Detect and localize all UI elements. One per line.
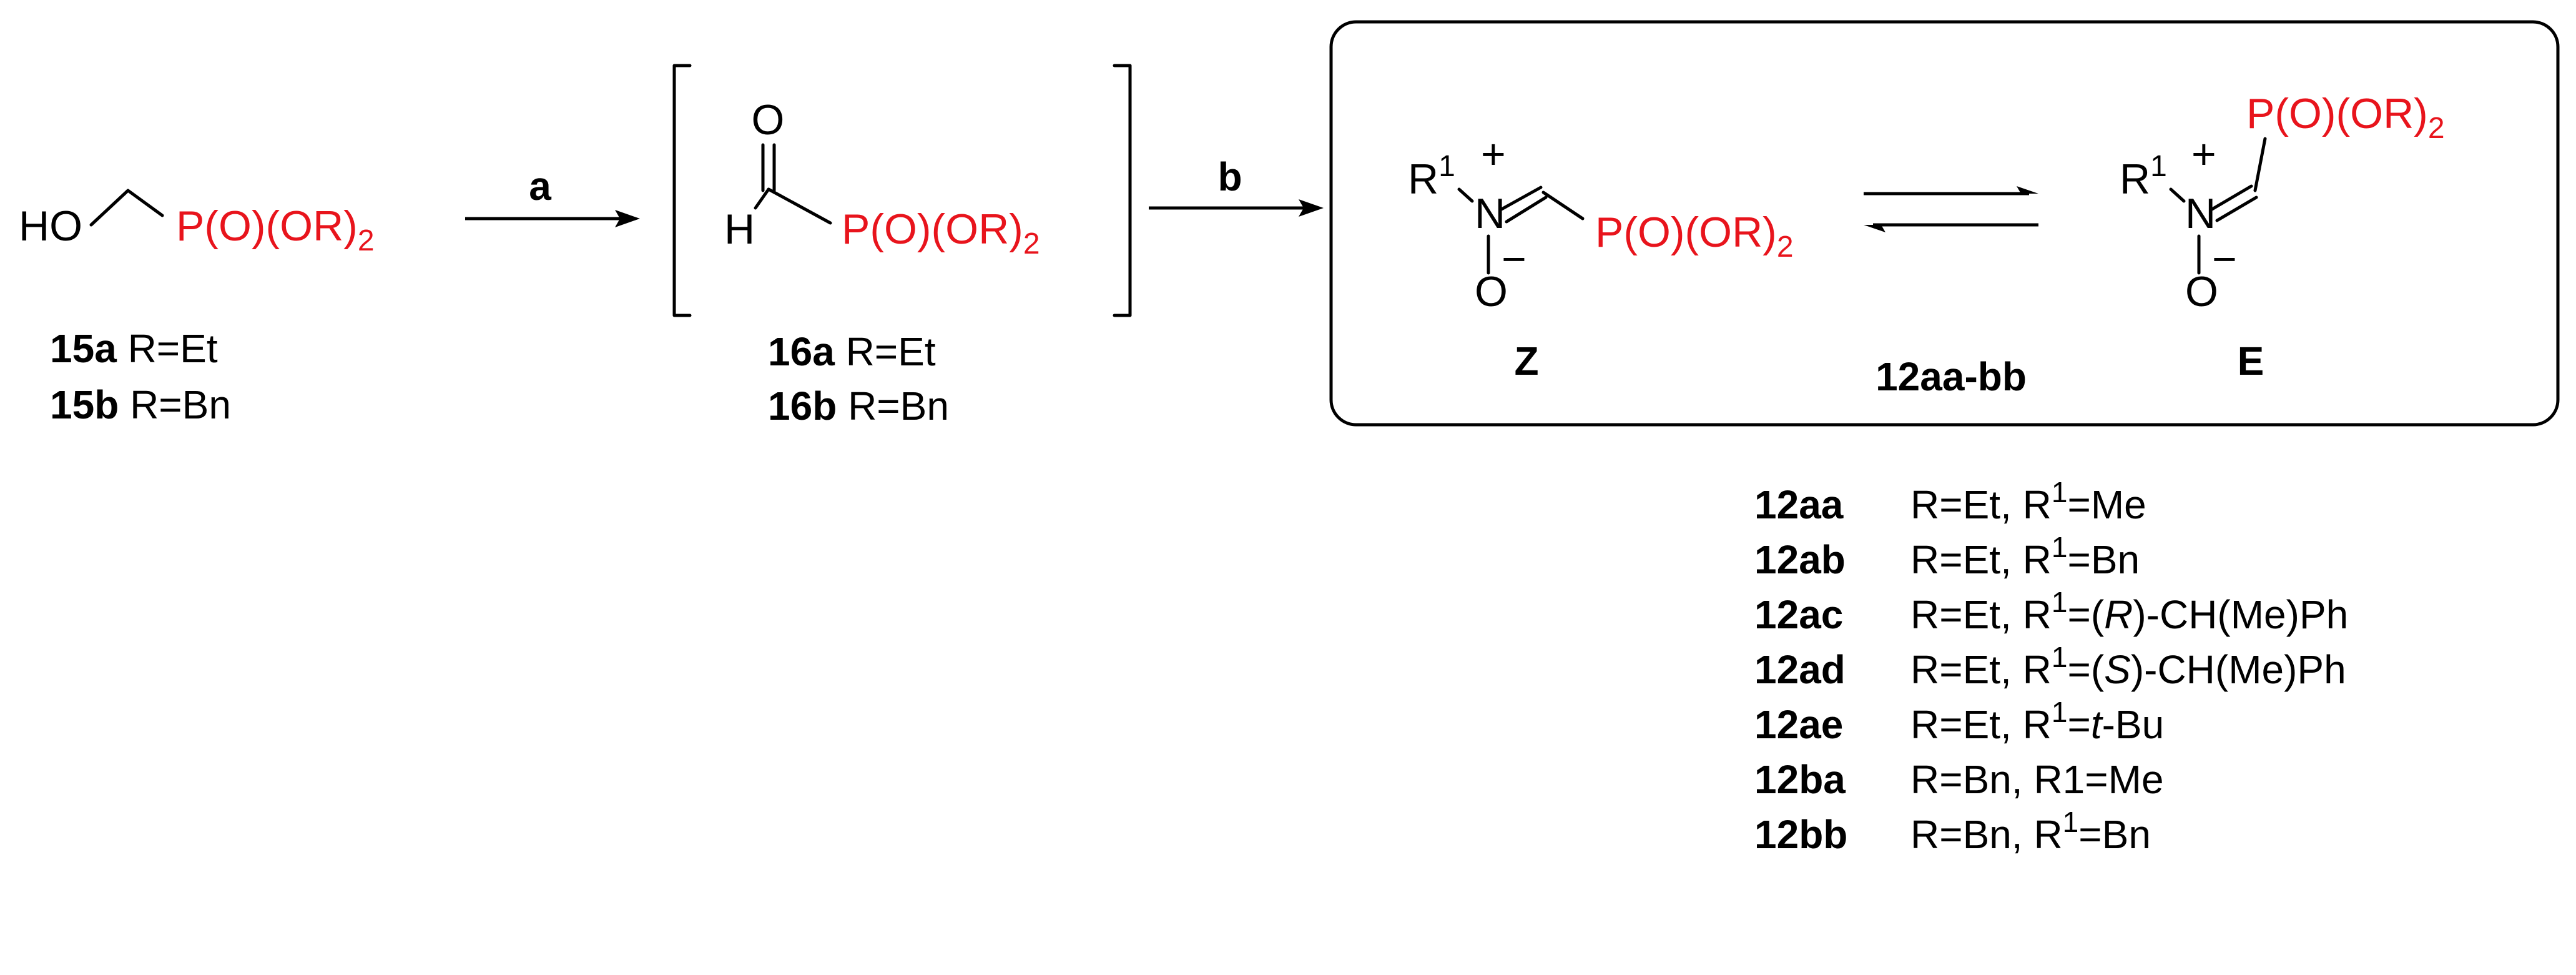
nitrogen: N <box>1475 190 1505 237</box>
box-frame <box>1329 20 2560 427</box>
reaction-arrow-b: b <box>1149 154 1324 217</box>
r1-substituent: R1 <box>2120 150 2167 203</box>
phosphonate-group: P(O)(OR)2 <box>2246 90 2445 145</box>
e-isomer: R1 + N P(O)(OR)2 O − E <box>2120 90 2445 384</box>
compound-row-12aa: 12aa R=Et, R1=Me <box>1754 476 2146 527</box>
nitrogen: N <box>2185 190 2216 237</box>
compound-label-16b: 16b R=Bn <box>768 384 949 428</box>
compound-substituents: R=Bn, R1=Me <box>1910 757 2164 802</box>
compound-id: 12ac <box>1754 592 1843 637</box>
compound-15: HO P(O)(OR)2 15a R=Et 15b R=Bn <box>19 189 375 427</box>
compound-substituents: R=Et, R1=Me <box>1910 476 2146 527</box>
phosphonate-group: P(O)(OR)2 <box>842 205 1040 260</box>
oxide-oxygen: O <box>1475 268 1508 315</box>
r1-substituent: R1 <box>1408 150 1455 203</box>
compound-row-12ad: 12ad R=Et, R1=(S)-CH(Me)Ph <box>1754 641 2346 692</box>
reagent-label-a: a <box>529 164 551 209</box>
ch2-bonds <box>89 189 164 227</box>
compound-row-12ac: 12ac R=Et, R1=(R)-CH(Me)Ph <box>1754 586 2348 637</box>
nitrogen-charge: + <box>1481 131 1506 178</box>
phosphonate-group: P(O)(OR)2 <box>176 202 375 257</box>
compound-id: 12ad <box>1754 647 1846 692</box>
compound-16: O H P(O)(OR)2 16a R=Et 16b R=Bn <box>672 64 1132 428</box>
compound-substituents: R=Et, R1=Bn <box>1910 531 2140 582</box>
compound-id: 12aa <box>1754 482 1844 527</box>
oxide-oxygen: O <box>2185 268 2218 315</box>
hydroxyl-label: HO <box>19 202 82 250</box>
oxygen-charge: − <box>2212 235 2237 283</box>
nitrone-box: R1 + N P(O)(OR)2 O − Z R1 + N <box>1329 20 2560 427</box>
compound-row-12bb: 12bb R=Bn, R1=Bn <box>1754 806 2151 857</box>
compound-row-12ae: 12ae R=Et, R1=t-Bu <box>1754 696 2164 747</box>
compound-row-12ab: 12ab R=Et, R1=Bn <box>1754 531 2140 582</box>
isomer-label-z: Z <box>1514 339 1538 384</box>
left-bracket <box>672 64 692 317</box>
nitrogen-charge: + <box>2191 131 2216 178</box>
compound-label-16a: 16a R=Et <box>768 329 936 374</box>
isomer-label-e: E <box>2238 339 2264 384</box>
compound-row-12ba: 12ba R=Bn, R1=Me <box>1754 757 2164 802</box>
reagent-label-b: b <box>1217 154 1242 199</box>
compound-substituents: R=Bn, R1=Bn <box>1910 806 2151 857</box>
right-bracket <box>1113 64 1132 317</box>
compound-label-15b: 15b R=Bn <box>50 382 231 427</box>
oxygen-charge: − <box>1502 235 1526 283</box>
compound-id: 12ba <box>1754 757 1846 802</box>
compound-label-15a: 15a R=Et <box>50 326 218 371</box>
compound-id: 12bb <box>1754 812 1847 857</box>
reaction-arrow-a: a <box>465 164 640 227</box>
compound-substituents: R=Et, R1=(R)-CH(Me)Ph <box>1910 586 2348 637</box>
equilibrium-arrows <box>1864 186 2038 232</box>
aldehyde-hydrogen: H <box>724 205 755 253</box>
compound-id: 12ae <box>1754 702 1843 747</box>
phosphonate-group: P(O)(OR)2 <box>1595 209 1794 264</box>
compound-substituents: R=Et, R1=(S)-CH(Me)Ph <box>1910 641 2346 692</box>
compound-id: 12ab <box>1754 537 1846 582</box>
z-isomer: R1 + N P(O)(OR)2 O − Z <box>1408 131 1794 384</box>
compound-substituents: R=Et, R1=t-Bu <box>1910 696 2164 747</box>
carbonyl-oxygen: O <box>752 96 785 144</box>
series-label: 12aa-bb <box>1875 354 2027 399</box>
